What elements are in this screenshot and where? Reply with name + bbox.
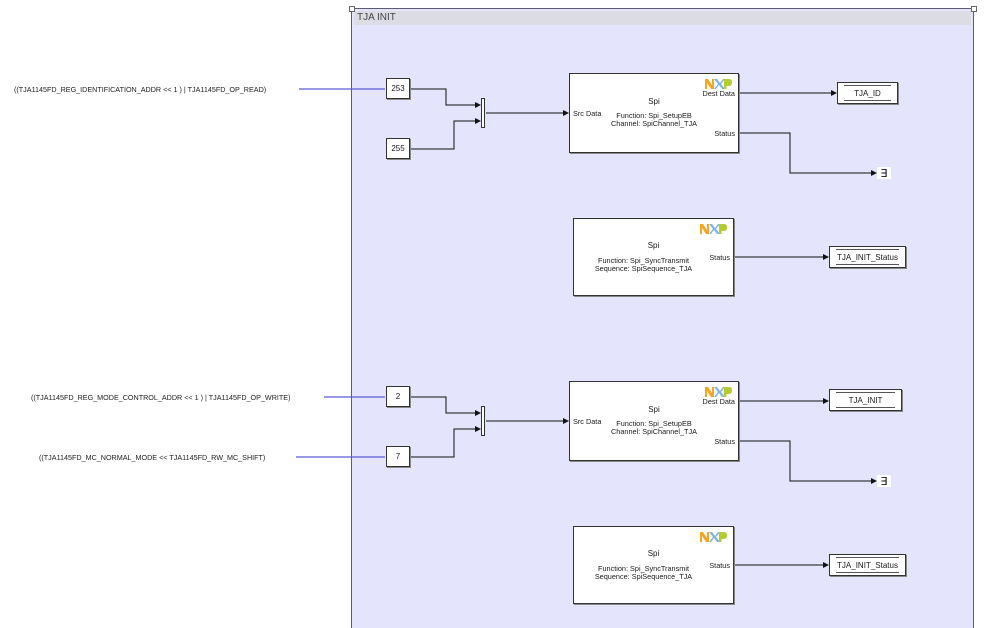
block-sequence: Sequence: SpiSequence_TJA [594,572,693,581]
spi-sync-transmit-block[interactable]: Spi Function: Spi_SyncTransmit Sequence:… [573,218,734,296]
port-dest-data: Dest Data [702,89,735,98]
block-channel: Channel: SpiChannel_TJA [611,427,697,436]
block-function: Function: Spi_SyncTransmit [598,564,689,573]
block-name: Spi [648,97,660,106]
port-status: Status [709,253,730,262]
constant-block[interactable]: 7 [386,446,410,467]
terminator-icon[interactable]: ∃ [877,167,891,180]
spi-setup-block[interactable]: Dest Data Spi Src Data Function: Spi_Set… [569,381,739,461]
nxp-logo-icon [705,79,732,89]
block-name: Spi [648,405,660,414]
block-name: Spi [647,241,660,250]
nxp-logo-icon [700,224,727,234]
constant-block[interactable]: 255 [386,138,410,159]
block-function: Function: Spi_SyncTransmit [598,256,689,265]
mux-block[interactable] [481,406,485,436]
block-function: Function: Spi_SetupEB [616,419,692,428]
block-sequence: Sequence: SpiSequence_TJA [594,264,693,273]
mux-block[interactable] [481,98,485,128]
subsystem-title: TJA INIT [357,12,396,23]
constant-block[interactable]: 253 [386,78,410,99]
expression-label[interactable]: ((TJA1145FD_REG_IDENTIFICATION_ADDR << 1… [14,85,267,94]
spi-sync-transmit-block[interactable]: Spi Function: Spi_SyncTransmit Sequence:… [573,526,734,604]
block-name: Spi [647,549,660,558]
goto-block-tja-init-status[interactable]: TJA_INIT_Status [829,246,906,268]
block-channel: Channel: SpiChannel_TJA [611,119,697,128]
port-src-data: Src Data [573,109,602,118]
port-status: Status [709,561,730,570]
block-function: Function: Spi_SetupEB [616,111,692,120]
subsystem-titlebar: TJA INIT [354,11,971,25]
resize-handle-top-left[interactable] [349,6,355,12]
expression-label[interactable]: ((TJA1145FD_MC_NORMAL_MODE << TJA1145FD_… [39,453,266,462]
resize-handle-top-right[interactable] [971,6,977,12]
goto-block-tja-init-status[interactable]: TJA_INIT_Status [829,554,906,576]
port-src-data: Src Data [573,417,602,426]
nxp-logo-icon [700,532,727,542]
goto-block-tja-id[interactable]: TJA_ID [837,82,898,104]
port-status: Status [714,129,735,138]
nxp-logo-icon [705,387,732,397]
goto-block-tja-init[interactable]: TJA_INIT [829,389,902,411]
port-dest-data: Dest Data [702,397,735,406]
port-status: Status [714,437,735,446]
expression-label[interactable]: ((TJA1145FD_REG_MODE_CONTROL_ADDR << 1 )… [31,393,291,402]
constant-block[interactable]: 2 [386,386,410,407]
terminator-icon[interactable]: ∃ [877,475,891,488]
spi-setup-block[interactable]: Dest Data Spi Src Data Function: Spi_Set… [569,73,739,153]
